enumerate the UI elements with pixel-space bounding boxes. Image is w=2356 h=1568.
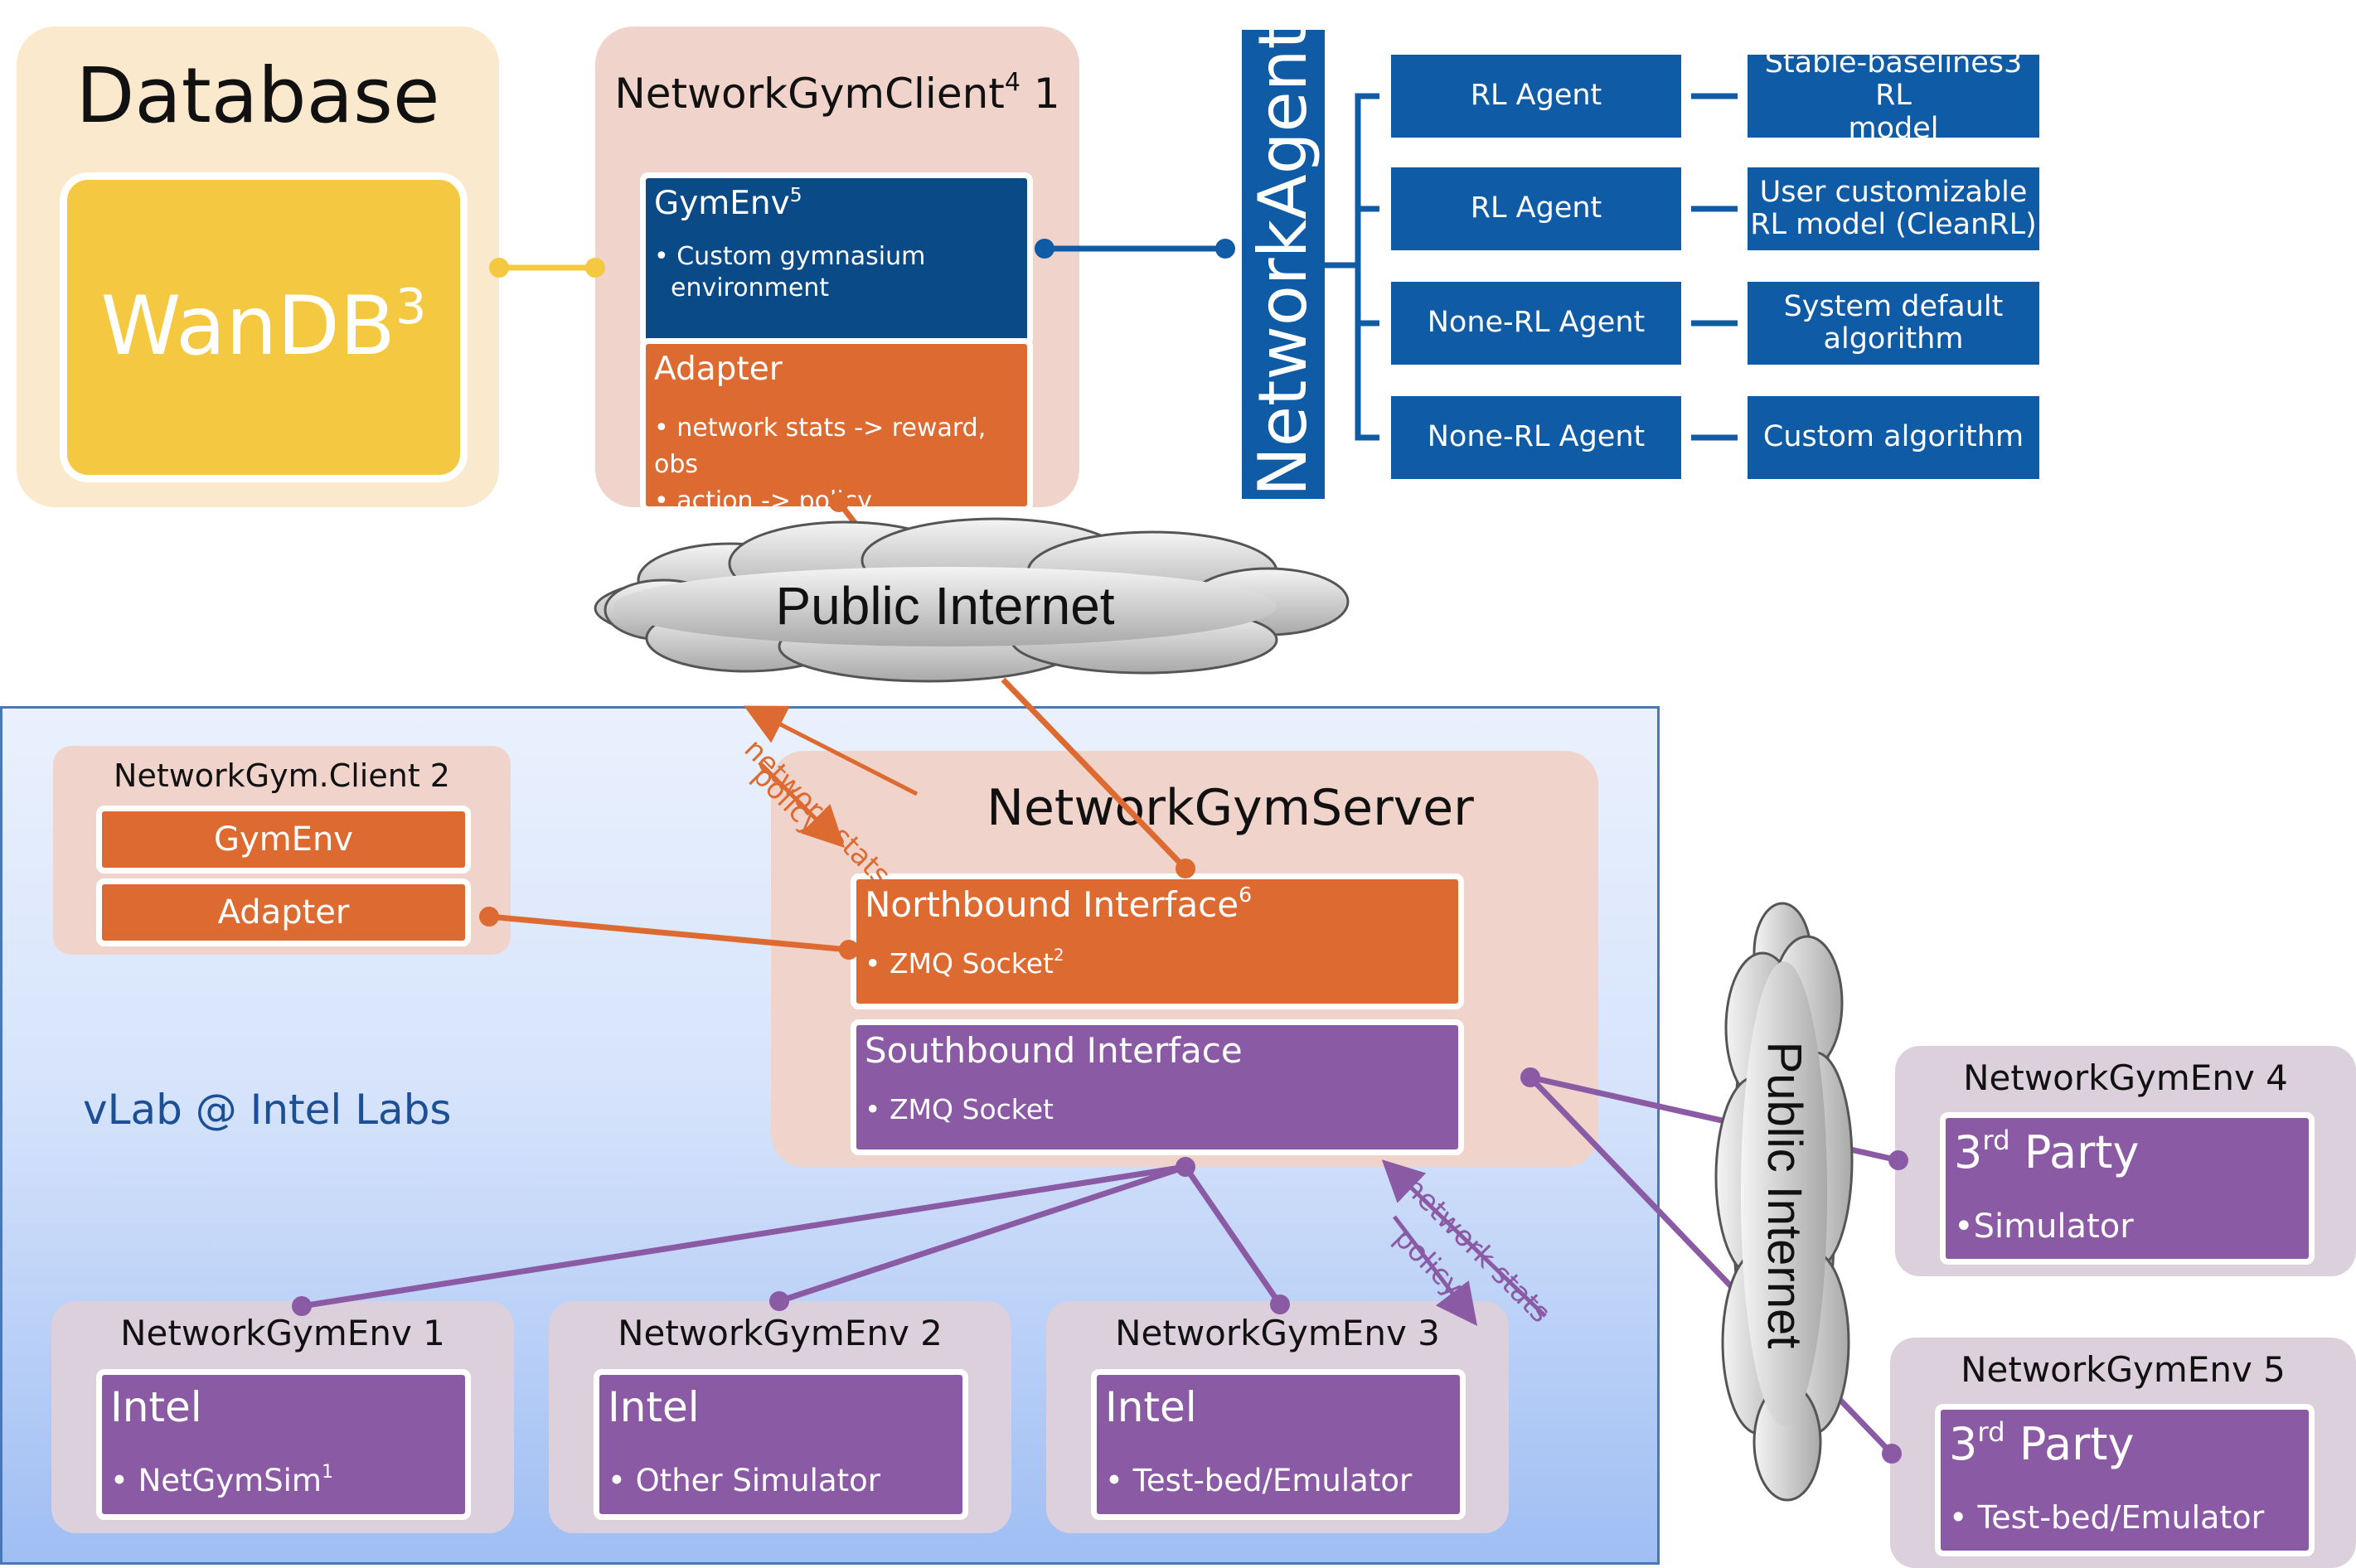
env5-title: NetworkGymEnv 5 <box>1961 1349 2286 1390</box>
client1-gymenv-bullet: • Custom gymnasium environment <box>654 242 926 302</box>
env5-box[interactable]: 3rd Party • Test-bed/Emulator <box>1935 1404 2315 1556</box>
env2-vendor: Intel <box>608 1383 700 1431</box>
northbound-interface[interactable]: Northbound Interface6 • ZMQ Socket2 <box>851 874 1464 1009</box>
agent-box-1[interactable]: RL Agent <box>1391 55 1681 138</box>
env1-title: NetworkGymEnv 1 <box>120 1313 445 1353</box>
env3-box[interactable]: Intel • Test-bed/Emulator <box>1091 1369 1466 1520</box>
northbound-title: Northbound Interface6 <box>865 883 1253 925</box>
network-agent-bar: NetworkAgent <box>1242 23 1325 499</box>
client2-gymenv-label: GymEnv <box>214 820 353 859</box>
database-client-link <box>489 258 605 278</box>
env2-box[interactable]: Intel • Other Simulator <box>594 1369 968 1520</box>
env5-bullet: • Test-bed/Emulator <box>1949 1499 2265 1536</box>
env2-panel: NetworkGymEnv 2 Intel • Other Simulator <box>549 1301 1011 1533</box>
client2-adapter[interactable]: Adapter <box>96 878 471 946</box>
env1-box[interactable]: Intel • NetGymSim1 <box>96 1369 471 1520</box>
southbound-interface[interactable]: Southbound Interface • ZMQ Socket <box>851 1019 1464 1155</box>
env4-title: NetworkGymEnv 4 <box>1963 1057 2288 1098</box>
env3-bullet: • Test-bed/Emulator <box>1105 1463 1413 1498</box>
cloud-top-label: Public Internet <box>775 576 1115 636</box>
env3-title: NetworkGymEnv 3 <box>1115 1313 1440 1353</box>
southbound-bullet: • ZMQ Socket <box>865 1093 1054 1125</box>
wandb-box: WanDB3 <box>60 172 468 482</box>
database-title: Database <box>75 51 440 140</box>
agent-box-4[interactable]: None-RL Agent <box>1391 396 1681 479</box>
env1-bullet: • NetGymSim1 <box>110 1461 334 1498</box>
cloud-right-label: Public Internet <box>1757 1041 1811 1349</box>
env2-title: NetworkGymEnv 2 <box>618 1313 943 1353</box>
agent-bracket <box>1325 93 1738 441</box>
client1-adapter-bullets: • network stats -> reward, obs • action … <box>654 414 987 515</box>
client1-gymenv-box[interactable]: GymEnv5 • Custom gymnasium environment <box>640 172 1033 346</box>
agent-box-3[interactable]: None-RL Agent <box>1391 282 1681 365</box>
database-panel: Database WanDB3 <box>17 27 499 507</box>
client1-panel: NetworkGymClient4 1 GymEnv5 • Custom gym… <box>595 27 1079 515</box>
client1-gymenv-title: GymEnv5 <box>654 183 802 222</box>
southbound-title: Southbound Interface <box>865 1030 1243 1071</box>
env1-vendor: Intel <box>110 1383 202 1431</box>
server-panel: NetworkGymServer Northbound Interface6 •… <box>771 751 1598 1167</box>
client1-adapter-box[interactable]: Adapter • network stats -> reward, obs •… <box>640 338 1033 515</box>
model-box-4[interactable]: Custom algorithm <box>1748 396 2039 479</box>
env3-vendor: Intel <box>1105 1383 1197 1431</box>
client2-adapter-label: Adapter <box>217 893 350 932</box>
env4-panel: NetworkGymEnv 4 3rd Party •Simulator <box>1895 1046 2356 1276</box>
agent-box-2[interactable]: RL Agent <box>1391 167 1681 250</box>
env4-box[interactable]: 3rd Party •Simulator <box>1940 1112 2315 1265</box>
env5-vendor: 3rd Party <box>1949 1416 2135 1470</box>
client1-title: NetworkGymClient4 1 <box>614 68 1060 118</box>
env1-panel: NetworkGymEnv 1 Intel • NetGymSim1 <box>51 1301 514 1533</box>
client2-gymenv[interactable]: GymEnv <box>96 806 471 874</box>
env4-vendor: 3rd Party <box>1954 1125 2140 1178</box>
wandb-label: WanDB3 <box>100 278 427 374</box>
client2-title: NetworkGym.Client 2 <box>114 757 450 794</box>
env4-bullet: •Simulator <box>1954 1207 2134 1246</box>
network-agent-label: NetworkAgent <box>1244 23 1321 496</box>
vlab-label: vLab @ Intel Labs <box>83 1086 452 1134</box>
client1-adapter-title: Adapter <box>654 351 783 388</box>
northbound-bullet: • ZMQ Socket2 <box>865 946 1064 980</box>
env3-panel: NetworkGymEnv 3 Intel • Test-bed/Emulato… <box>1046 1301 1509 1533</box>
client2-panel: NetworkGym.Client 2 GymEnv Adapter <box>53 746 511 955</box>
server-title: NetworkGymServer <box>987 779 1474 837</box>
env5-panel: NetworkGymEnv 5 3rd Party • Test-bed/Emu… <box>1890 1338 2356 1568</box>
env2-bullet: • Other Simulator <box>608 1463 880 1498</box>
